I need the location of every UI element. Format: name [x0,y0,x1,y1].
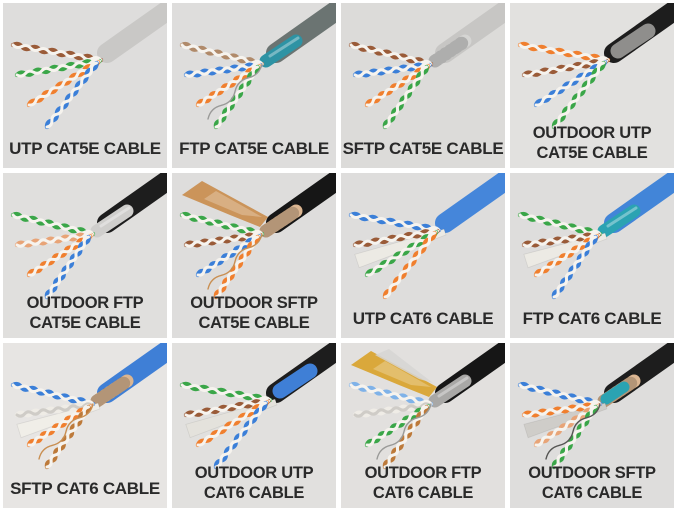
cable-label-line: SFTP CAT5E CABLE [342,138,504,158]
cable-illustration [517,173,674,300]
cable-label-line: CAT5E CABLE [198,313,310,332]
cable-label-line: CAT6 CABLE [372,483,474,502]
cable-label: UTP CAT5E CABLE [3,139,167,159]
cable-illustration [10,173,167,300]
cable-illustration [348,173,505,300]
cable-label-line: FTP CAT6 CABLE [522,308,662,328]
cable-card-utp-cat6: UTP CAT6 CABLE [341,173,505,338]
cable-illustration [179,343,336,470]
cable-label: UTP CAT6 CABLE [341,309,505,329]
cable-label-line: OUTDOOR FTP [364,464,482,483]
cable-card-ftp-cat6: FTP CAT6 CABLE [510,173,674,338]
cable-label-line: CAT6 CABLE [203,483,305,502]
cable-illustration [517,343,674,470]
cable-illustration [348,3,505,130]
cable-label-line: OUTDOOR FTP [26,294,144,313]
cable-label-line: OUTDOOR SFTP [528,464,656,483]
cable-label-line: UTP CAT6 CABLE [352,308,494,328]
cable-illustration [179,173,336,300]
cable-label-line: CAT6 CABLE [541,483,643,502]
cable-label: SFTP CAT5E CABLE [341,139,505,159]
cable-label-line: FTP CAT5E CABLE [179,138,329,158]
cable-label-line: OUTDOOR SFTP [190,294,318,313]
cable-label: FTP CAT5E CABLE [172,139,336,159]
cable-illustration [517,3,674,130]
cable-card-sftp-cat6: SFTP CAT6 CABLE [3,343,167,508]
cable-illustration [10,343,167,470]
cable-label-line: UTP CAT5E CABLE [9,138,161,158]
cable-illustration [10,3,167,130]
cable-label-line: OUTDOOR UTP [194,464,314,483]
cable-label: SFTP CAT6 CABLE [3,479,167,499]
cable-illustration [179,3,336,130]
cable-label-line: CAT5E CABLE [29,313,141,332]
cable-label-line: OUTDOOR UTP [532,124,652,143]
cable-illustration [348,343,505,470]
cable-card-sftp-cat5e: SFTP CAT5E CABLE [341,3,505,168]
cable-label-line: CAT5E CABLE [536,143,648,162]
cable-label-line: SFTP CAT6 CABLE [10,478,160,498]
cable-label: FTP CAT6 CABLE [510,309,674,329]
cable-card-ftp-cat5e: FTP CAT5E CABLE [172,3,336,168]
cable-card-utp-cat5e: UTP CAT5E CABLE [3,3,167,168]
